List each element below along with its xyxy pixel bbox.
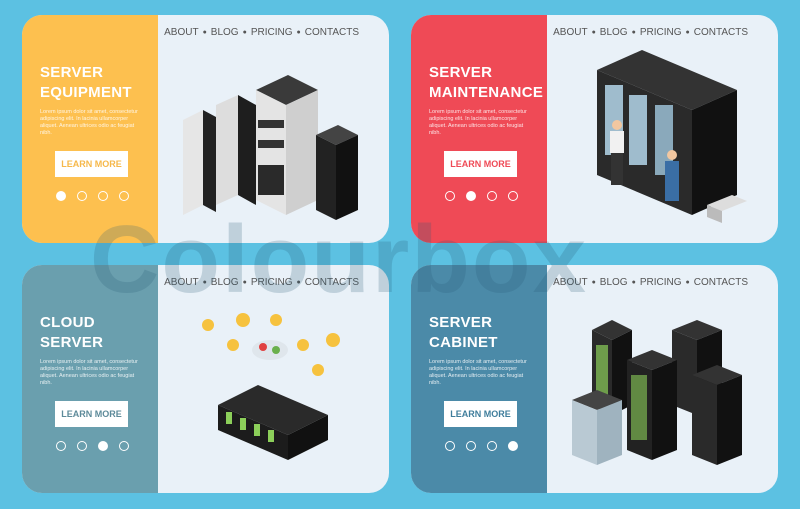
card-description: Lorem ipsum dolor sit amet, consectetur … [40, 359, 138, 386]
banner-card-2: SERVER MAINTENANCE Lorem ipsum dolor sit … [411, 15, 778, 243]
nav-link-contacts[interactable]: CONTACTS [693, 277, 748, 288]
card-content: ABOUT●BLOG●PRICING●CONTACTS [158, 15, 389, 243]
carousel-dot-4[interactable] [119, 441, 129, 451]
nav-separator: ● [591, 29, 596, 36]
card-side-panel: SERVER EQUIPMENT Lorem ipsum dolor sit am… [22, 15, 158, 243]
carousel-dot-3[interactable] [98, 191, 108, 201]
nav-separator: ● [202, 29, 207, 36]
nav-separator: ● [631, 29, 636, 36]
card-title-line2: MAINTENANCE [429, 84, 544, 101]
nav-link-contacts[interactable]: CONTACTS [304, 277, 359, 288]
carousel-dot-2[interactable] [77, 191, 87, 201]
card-title-line1: SERVER [429, 64, 493, 81]
learn-more-button[interactable]: LEARN MORE [444, 401, 517, 427]
card-content: ABOUT●BLOG●PRICING●CONTACTS [547, 265, 778, 493]
card-title-line2: EQUIPMENT [40, 84, 132, 101]
card-content: ABOUT●BLOG●PRICING●CONTACTS [547, 15, 778, 243]
card-title-line1: SERVER [40, 64, 104, 81]
carousel-dot-3[interactable] [98, 441, 108, 451]
nav-link-pricing[interactable]: PRICING [639, 27, 682, 38]
carousel-dots [56, 191, 129, 201]
card-title: SERVER MAINTENANCE [429, 63, 547, 103]
nav-separator: ● [685, 29, 690, 36]
card-title: SERVER CABINET [429, 313, 547, 353]
top-nav: ABOUT●BLOG●PRICING●CONTACTS [553, 277, 748, 288]
carousel-dot-1[interactable] [445, 191, 455, 201]
carousel-dot-4[interactable] [508, 191, 518, 201]
carousel-dot-2[interactable] [77, 441, 87, 451]
carousel-dot-1[interactable] [445, 441, 455, 451]
nav-link-pricing[interactable]: PRICING [250, 277, 293, 288]
nav-link-pricing[interactable]: PRICING [250, 27, 293, 38]
nav-link-contacts[interactable]: CONTACTS [693, 27, 748, 38]
nav-separator: ● [242, 29, 247, 36]
top-nav: ABOUT●BLOG●PRICING●CONTACTS [164, 27, 359, 38]
card-title-line2: CABINET [429, 334, 498, 351]
card-description: Lorem ipsum dolor sit amet, consectetur … [429, 109, 527, 136]
nav-separator: ● [242, 279, 247, 286]
nav-separator: ● [202, 279, 207, 286]
nav-link-blog[interactable]: BLOG [210, 277, 239, 288]
card-title-line1: SERVER [429, 314, 493, 331]
nav-link-blog[interactable]: BLOG [599, 277, 628, 288]
nav-separator: ● [631, 279, 636, 286]
carousel-dot-2[interactable] [466, 191, 476, 201]
carousel-dot-2[interactable] [466, 441, 476, 451]
learn-more-button[interactable]: LEARN MORE [444, 151, 517, 177]
card-description: Lorem ipsum dolor sit amet, consectetur … [40, 109, 138, 136]
card-title-line1: CLOUD [40, 314, 95, 331]
card-content: ABOUT●BLOG●PRICING●CONTACTS [158, 265, 389, 493]
carousel-dot-3[interactable] [487, 441, 497, 451]
top-nav: ABOUT●BLOG●PRICING●CONTACTS [553, 27, 748, 38]
banner-card-1: SERVER EQUIPMENT Lorem ipsum dolor sit am… [22, 15, 389, 243]
carousel-dot-4[interactable] [508, 441, 518, 451]
nav-separator: ● [296, 279, 301, 286]
card-title-line2: SERVER [40, 334, 104, 351]
carousel-dot-1[interactable] [56, 441, 66, 451]
carousel-dots [445, 441, 518, 451]
nav-link-about[interactable]: ABOUT [164, 277, 199, 288]
nav-link-about[interactable]: ABOUT [553, 277, 588, 288]
nav-link-blog[interactable]: BLOG [210, 27, 239, 38]
card-side-panel: SERVER MAINTENANCE Lorem ipsum dolor sit … [411, 15, 547, 243]
card-description: Lorem ipsum dolor sit amet, consectetur … [429, 359, 527, 386]
nav-link-pricing[interactable]: PRICING [639, 277, 682, 288]
nav-link-about[interactable]: ABOUT [553, 27, 588, 38]
nav-link-contacts[interactable]: CONTACTS [304, 27, 359, 38]
card-side-panel: SERVER CABINET Lorem ipsum dolor sit amet… [411, 265, 547, 493]
carousel-dots [445, 191, 518, 201]
nav-separator: ● [685, 279, 690, 286]
nav-link-blog[interactable]: BLOG [599, 27, 628, 38]
learn-more-button[interactable]: LEARN MORE [55, 151, 128, 177]
nav-link-about[interactable]: ABOUT [164, 27, 199, 38]
carousel-dot-3[interactable] [487, 191, 497, 201]
carousel-dots [56, 441, 129, 451]
carousel-dot-4[interactable] [119, 191, 129, 201]
card-side-panel: CLOUD SERVER Lorem ipsum dolor sit amet, … [22, 265, 158, 493]
card-title: CLOUD SERVER [40, 313, 158, 353]
nav-separator: ● [296, 29, 301, 36]
banner-card-4: SERVER CABINET Lorem ipsum dolor sit amet… [411, 265, 778, 493]
card-title: SERVER EQUIPMENT [40, 63, 158, 103]
banner-card-3: CLOUD SERVER Lorem ipsum dolor sit amet, … [22, 265, 389, 493]
carousel-dot-1[interactable] [56, 191, 66, 201]
nav-separator: ● [591, 279, 596, 286]
learn-more-button[interactable]: LEARN MORE [55, 401, 128, 427]
top-nav: ABOUT●BLOG●PRICING●CONTACTS [164, 277, 359, 288]
